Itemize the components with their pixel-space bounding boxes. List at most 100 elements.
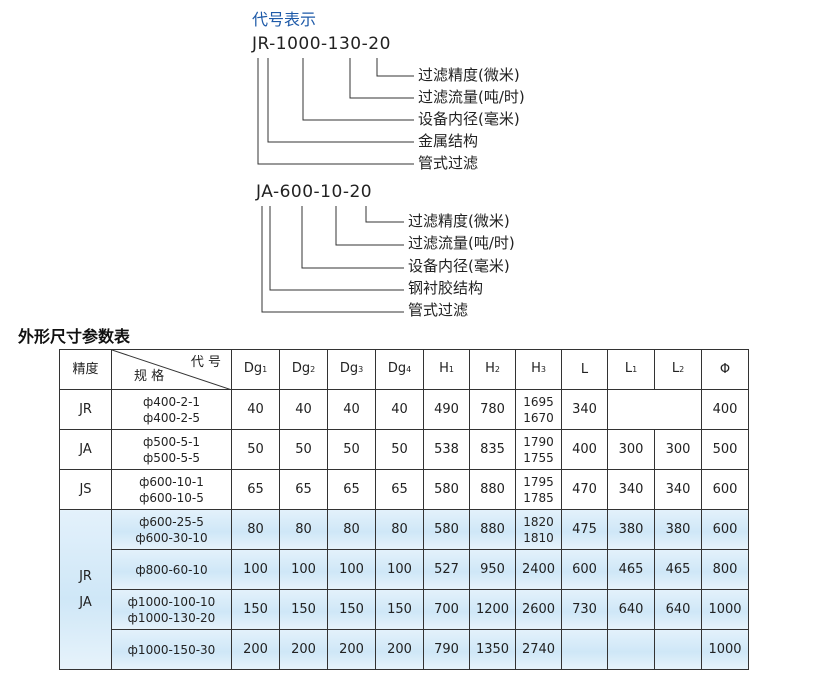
header-dg4: Dg4 xyxy=(375,349,424,390)
value-cell: 100 xyxy=(279,549,328,590)
value-cell: 380 xyxy=(654,509,702,550)
table-row: ф800-60-10 100 100 100 100 527 950 2400 … xyxy=(59,549,749,590)
value-cell: 600 xyxy=(701,509,749,550)
value-cell: 80 xyxy=(375,509,424,550)
value-cell: 65 xyxy=(327,469,376,510)
value-cell: 730 xyxy=(561,589,608,630)
value-cell: 50 xyxy=(231,429,280,470)
value-cell-h3: 2740 xyxy=(515,629,562,670)
value-cell: 600 xyxy=(701,469,749,510)
ja-item-5: 管式过滤 xyxy=(408,301,469,319)
value-cell: 800 xyxy=(701,549,749,590)
value-cell: 1350 xyxy=(469,629,516,670)
header-dg1: Dg1 xyxy=(231,349,280,390)
header-code-spec: 代 号 规 格 xyxy=(111,349,232,390)
value-cell: 538 xyxy=(423,429,470,470)
value-cell: 40 xyxy=(375,389,424,430)
header-l1: L1 xyxy=(607,349,655,390)
code-bracket-lines xyxy=(257,58,414,313)
value-cell: 880 xyxy=(469,469,516,510)
value-cell: 340 xyxy=(607,469,655,510)
header-h1: H1 xyxy=(423,349,470,390)
value-cell: 640 xyxy=(654,589,702,630)
jr-item-2: 过滤流量(吨/时) xyxy=(418,88,525,106)
value-cell: 950 xyxy=(469,549,516,590)
value-cell: 50 xyxy=(327,429,376,470)
value-cell: 835 xyxy=(469,429,516,470)
value-cell: 200 xyxy=(375,629,424,670)
value-cell: 465 xyxy=(654,549,702,590)
value-cell: 150 xyxy=(327,589,376,630)
value-cell xyxy=(561,629,608,670)
ja-item-2: 过滤流量(吨/时) xyxy=(408,234,515,252)
value-cell: 65 xyxy=(375,469,424,510)
value-cell: 65 xyxy=(231,469,280,510)
table-header-row: 精度 代 号 规 格 Dg1 Dg2 Dg3 Dg4 H1 H2 H3 L L1… xyxy=(59,349,749,390)
value-cell: 340 xyxy=(561,389,608,430)
table-row: ф1000-150-30 200 200 200 200 790 1350 27… xyxy=(59,629,749,670)
jr-item-3: 设备内径(毫米) xyxy=(418,110,520,128)
value-cell: 65 xyxy=(279,469,328,510)
value-cell: 200 xyxy=(231,629,280,670)
value-cell: 200 xyxy=(327,629,376,670)
value-cell-h3: 1820 1810 xyxy=(515,509,562,550)
value-cell: 80 xyxy=(279,509,328,550)
ja-code: JA-600-10-20 xyxy=(256,182,373,202)
ja-item-3: 设备内径(毫米) xyxy=(408,257,510,275)
value-cell: 580 xyxy=(423,469,470,510)
value-cell: 50 xyxy=(279,429,328,470)
value-cell-h3: 2400 xyxy=(515,549,562,590)
table-section-title: 外形尺寸参数表 xyxy=(18,327,131,346)
value-cell-h3: 1695 1670 xyxy=(515,389,562,430)
jr-item-4: 金属结构 xyxy=(418,132,479,150)
group-label-jr-ja: JR JA xyxy=(59,509,112,670)
value-cell: 150 xyxy=(231,589,280,630)
header-phi: Φ xyxy=(701,349,749,390)
value-cell: 490 xyxy=(423,389,470,430)
header-code-label: 代 号 xyxy=(190,355,221,370)
value-cell xyxy=(607,629,655,670)
spec-table: 精度 代 号 规 格 Dg1 Dg2 Dg3 Dg4 H1 H2 H3 L L1… xyxy=(59,349,749,670)
value-cell-h3: 1795 1785 xyxy=(515,469,562,510)
value-cell-h3: 2600 xyxy=(515,589,562,630)
value-cell: 340 xyxy=(654,469,702,510)
value-cell: 100 xyxy=(375,549,424,590)
group-label-jr: JR xyxy=(59,389,112,430)
value-cell: 527 xyxy=(423,549,470,590)
value-cell: 100 xyxy=(327,549,376,590)
value-cell: 465 xyxy=(607,549,655,590)
value-cell: 150 xyxy=(375,589,424,630)
value-cell: 475 xyxy=(561,509,608,550)
value-cell: 1000 xyxy=(701,589,749,630)
value-cell: 40 xyxy=(231,389,280,430)
jr-code: JR-1000-130-20 xyxy=(252,34,391,54)
value-cell: 880 xyxy=(469,509,516,550)
jr-item-1: 过滤精度(微米) xyxy=(418,66,520,84)
value-cell: 600 xyxy=(561,549,608,590)
header-diagonal-line xyxy=(112,350,232,390)
value-cell xyxy=(654,629,702,670)
value-cell: 640 xyxy=(607,589,655,630)
value-cell: 470 xyxy=(561,469,608,510)
value-cell: 1000 xyxy=(701,629,749,670)
value-cell: 300 xyxy=(607,429,655,470)
value-cell: 790 xyxy=(423,629,470,670)
value-cell: 40 xyxy=(327,389,376,430)
value-cell: 580 xyxy=(423,509,470,550)
header-dg3: Dg3 xyxy=(327,349,376,390)
value-cell: 700 xyxy=(423,589,470,630)
value-cell: 400 xyxy=(561,429,608,470)
value-cell: 1200 xyxy=(469,589,516,630)
value-cell: 200 xyxy=(279,629,328,670)
value-cell: 500 xyxy=(701,429,749,470)
